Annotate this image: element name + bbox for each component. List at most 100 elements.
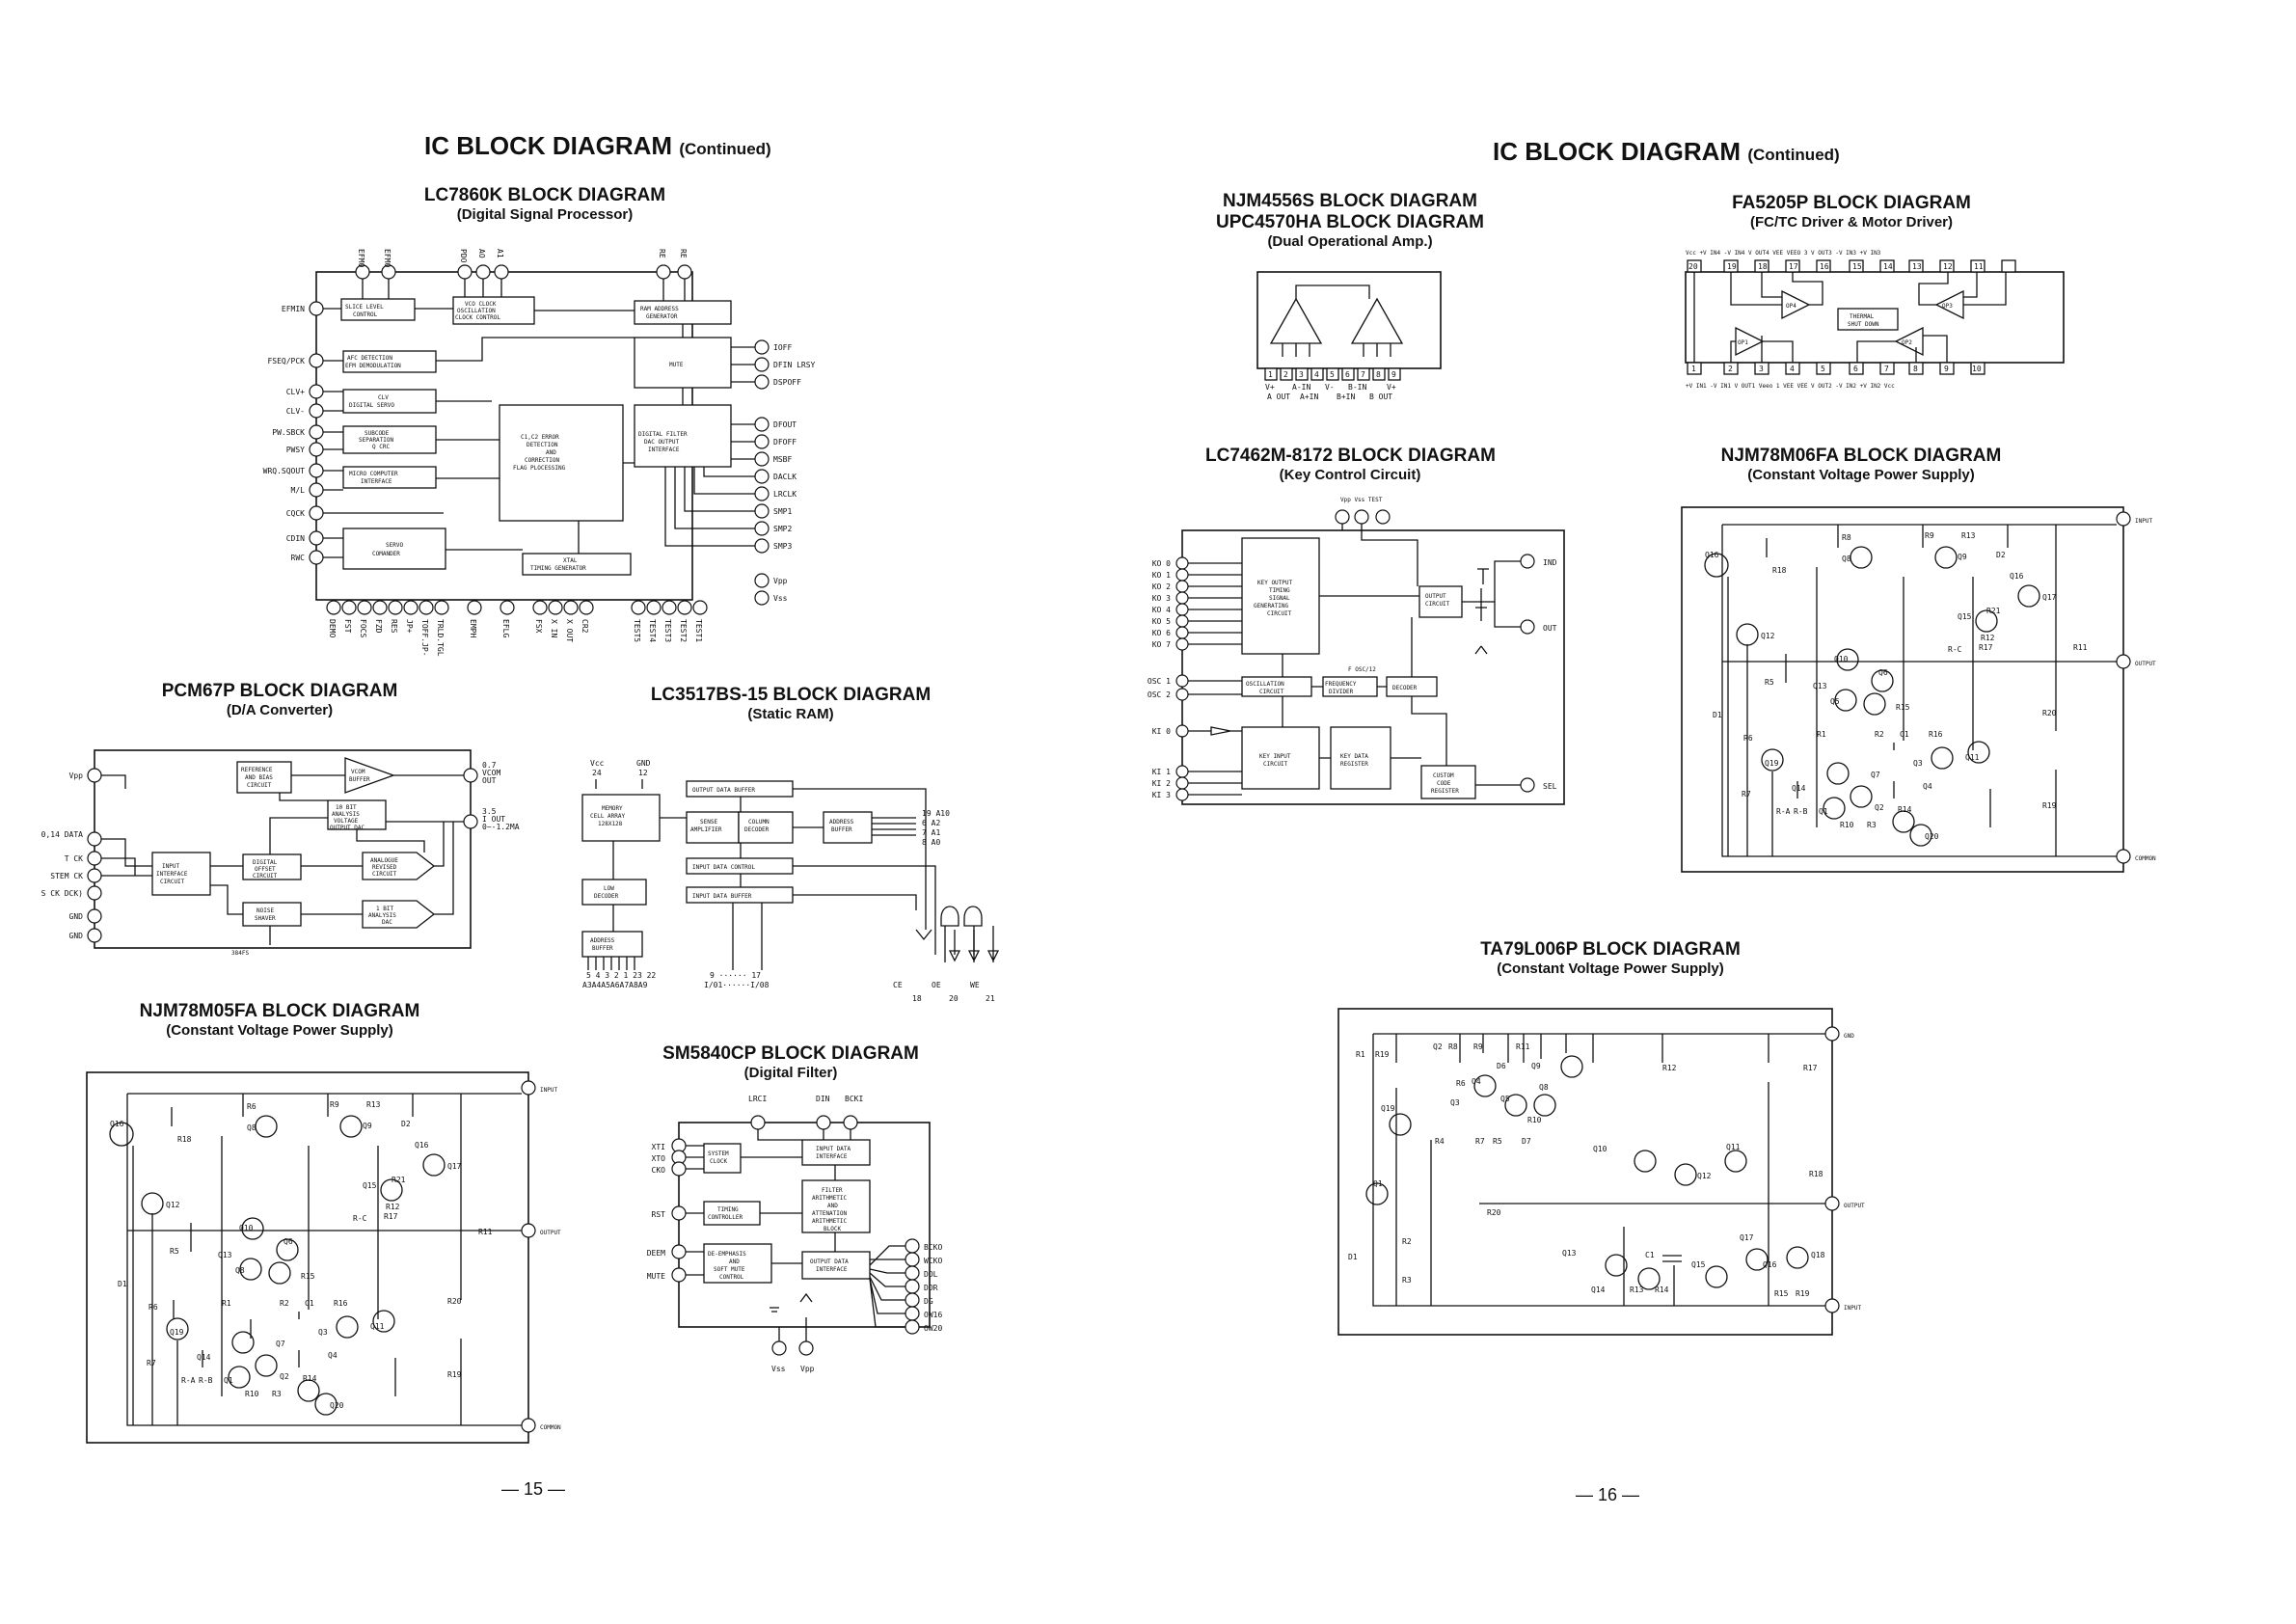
svg-text:V+: V+ — [1265, 383, 1275, 392]
svg-text:Q7: Q7 — [276, 1340, 285, 1348]
svg-text:24: 24 — [592, 769, 602, 777]
svg-text:2: 2 — [1283, 370, 1288, 379]
svg-text:Q15: Q15 — [1691, 1260, 1706, 1269]
svg-text:Q9: Q9 — [1958, 553, 1967, 561]
svg-text:OSCILLATION: OSCILLATION — [1246, 681, 1284, 688]
lc7860k-pin-cdin: CDIN — [286, 534, 305, 543]
svg-text:KI 2: KI 2 — [1152, 779, 1171, 788]
svg-text:Q10: Q10 — [1834, 655, 1849, 663]
njm78m06-title: NJM78M06FA BLOCK DIAGRAM — [1720, 446, 2002, 466]
lc7860k-pin-pwsbck: PW.SBCK — [272, 428, 305, 437]
svg-text:Q10: Q10 — [1593, 1145, 1607, 1153]
svg-text:GND: GND — [1844, 1033, 1854, 1040]
svg-text:KO 6: KO 6 — [1152, 629, 1171, 637]
svg-text:CLOCK: CLOCK — [710, 1158, 727, 1165]
svg-text:Q12: Q12 — [1697, 1172, 1712, 1180]
svg-text:R9: R9 — [1473, 1042, 1483, 1051]
svg-text:OP3: OP3 — [1942, 303, 1953, 310]
svg-text:ANALYSIS: ANALYSIS — [332, 811, 360, 818]
svg-text:V+: V+ — [1387, 383, 1396, 392]
right-page-number: — 16 — — [1576, 1485, 1640, 1504]
svg-text:GND: GND — [636, 759, 651, 768]
svg-text:Q8: Q8 — [235, 1266, 245, 1275]
svg-text:MSBF: MSBF — [773, 455, 792, 464]
svg-text:R14: R14 — [1898, 805, 1912, 814]
svg-text:R10: R10 — [1840, 821, 1854, 829]
svg-text:R18: R18 — [1809, 1170, 1823, 1178]
svg-text:CE: CE — [893, 981, 903, 989]
svg-text:A1: A1 — [496, 249, 504, 258]
svg-text:DIGITAL FILTER: DIGITAL FILTER — [638, 431, 688, 438]
svg-text:WE: WE — [970, 981, 980, 989]
svg-text:BUFFER: BUFFER — [349, 776, 370, 783]
svg-text:Q12: Q12 — [1761, 632, 1775, 640]
svg-text:F OSC/12: F OSC/12 — [1348, 666, 1376, 673]
sm5840-subtitle: (Digital Filter) — [743, 1065, 838, 1081]
svg-text:GENERATING: GENERATING — [1254, 603, 1289, 609]
lc7462-subtitle: (Key Control Circuit) — [1279, 467, 1421, 483]
svg-text:Q13: Q13 — [218, 1251, 232, 1259]
svg-text:7 A1: 7 A1 — [922, 828, 940, 837]
svg-text:OUT: OUT — [482, 776, 497, 785]
svg-text:4: 4 — [1314, 370, 1319, 379]
svg-text:18: 18 — [912, 994, 922, 1003]
svg-text:R3: R3 — [1867, 821, 1877, 829]
left-page-title: IC BLOCK DIAGRAM (Continued) — [424, 131, 771, 160]
svg-text:AO: AO — [477, 249, 486, 258]
svg-text:6: 6 — [1345, 370, 1350, 379]
svg-text:CELL ARRAY: CELL ARRAY — [590, 813, 626, 820]
svg-text:AND BIAS: AND BIAS — [245, 774, 273, 781]
svg-text:8: 8 — [1376, 370, 1381, 379]
svg-text:R15: R15 — [301, 1272, 315, 1281]
svg-text:MUTE: MUTE — [669, 362, 684, 368]
svg-text:FILTER: FILTER — [822, 1187, 843, 1194]
svg-text:R12: R12 — [1981, 634, 1995, 642]
svg-text:BCKI: BCKI — [845, 1095, 863, 1103]
svg-text:XTI: XTI — [652, 1143, 666, 1151]
svg-text:R-C: R-C — [353, 1214, 367, 1223]
svg-text:R16: R16 — [334, 1299, 348, 1308]
svg-text:KEY DATA: KEY DATA — [1340, 753, 1368, 760]
svg-text:FREQUENCY: FREQUENCY — [1325, 681, 1357, 688]
svg-text:Vcc: Vcc — [590, 759, 605, 768]
lc7860k-pin-wrq: WRQ.SQOUT — [263, 467, 306, 475]
svg-text:KO 1: KO 1 — [1152, 571, 1171, 580]
svg-text:A-IN: A-IN — [1292, 383, 1310, 392]
svg-text:R11: R11 — [1516, 1042, 1530, 1051]
svg-text:R6: R6 — [1743, 734, 1753, 743]
pcm67p-title: PCM67P BLOCK DIAGRAM — [161, 681, 398, 701]
lc3517-subtitle: (Static RAM) — [747, 706, 834, 722]
svg-text:Vss: Vss — [771, 1365, 786, 1373]
svg-text:R3: R3 — [1402, 1276, 1412, 1285]
svg-text:CKO: CKO — [652, 1166, 666, 1175]
svg-text:Vpp: Vpp — [69, 771, 84, 780]
ta79l006-title: TA79L006P BLOCK DIAGRAM — [1480, 939, 1741, 960]
svg-text:TIMING GENERATOR: TIMING GENERATOR — [530, 565, 586, 572]
svg-text:VCO CLOCK: VCO CLOCK — [465, 301, 497, 308]
svg-text:OUTPUT: OUTPUT — [1844, 1203, 1865, 1209]
svg-text:NOISE: NOISE — [257, 907, 274, 914]
svg-text:BUFFER: BUFFER — [831, 826, 852, 833]
left-page-number: — 15 — — [501, 1479, 566, 1499]
svg-text:Q14: Q14 — [1792, 784, 1806, 793]
svg-text:Q2: Q2 — [1875, 803, 1884, 812]
svg-text:R3: R3 — [272, 1390, 282, 1398]
svg-text:8: 8 — [1913, 365, 1918, 373]
svg-text:9 ······ 17: 9 ······ 17 — [710, 971, 761, 980]
svg-text:TEST4: TEST4 — [648, 619, 657, 642]
svg-text:12: 12 — [638, 769, 648, 777]
svg-text:OUT: OUT — [1543, 624, 1557, 633]
svg-text:R7: R7 — [147, 1359, 156, 1367]
svg-text:7: 7 — [1884, 365, 1889, 373]
lc7860k-pin-clvp: CLV+ — [286, 388, 305, 396]
svg-text:EFMO: EFMO — [383, 249, 392, 267]
svg-text:PDO: PDO — [459, 249, 468, 263]
svg-text:KI 0: KI 0 — [1152, 727, 1171, 736]
svg-text:KO 4: KO 4 — [1152, 606, 1171, 614]
svg-text:Q16: Q16 — [2010, 572, 2024, 581]
svg-text:R-B: R-B — [199, 1376, 213, 1385]
lc7860k-title: LC7860K BLOCK DIAGRAM — [423, 185, 666, 205]
svg-text:Q6: Q6 — [284, 1237, 293, 1246]
svg-text:R7: R7 — [1742, 790, 1751, 798]
svg-text:Q11: Q11 — [1965, 753, 1980, 762]
